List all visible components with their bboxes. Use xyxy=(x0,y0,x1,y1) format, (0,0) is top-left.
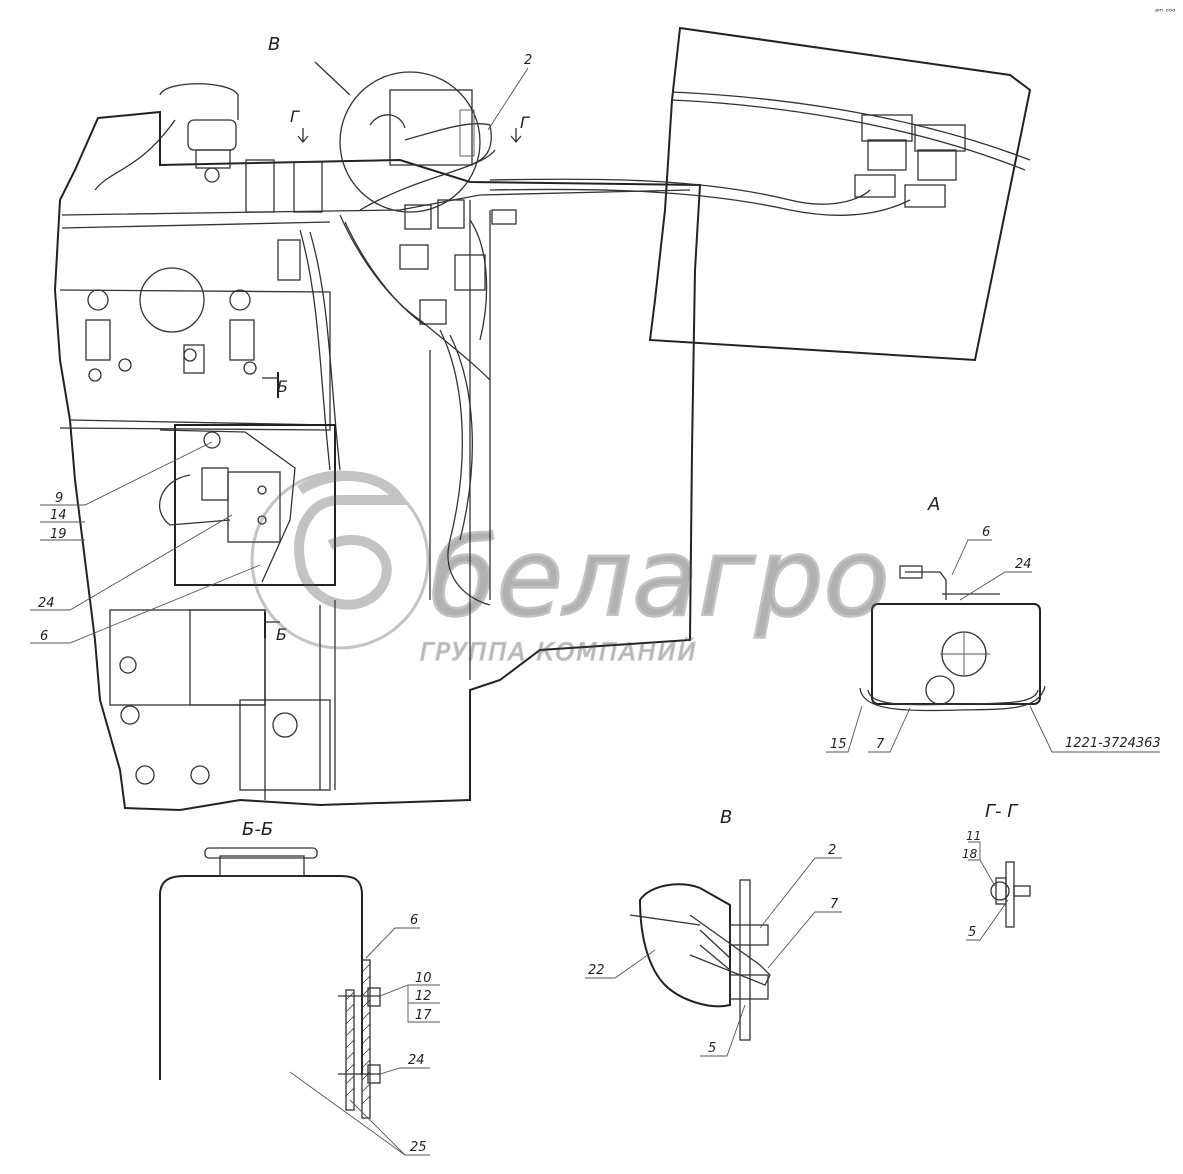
section-bb: Б-Б xyxy=(159,819,440,1156)
callout-a-6: 6 xyxy=(982,525,990,540)
view-a: А 6 24 15 7 1221-3724363 xyxy=(826,494,1161,753)
callout-bb-25: 25 xyxy=(410,1140,427,1155)
callout-main-2: 2 xyxy=(524,53,532,68)
section-b-bottom-label: Б xyxy=(276,625,287,644)
section-bb-title: Б-Б xyxy=(242,819,273,840)
view-v-marker: В xyxy=(268,34,280,55)
connector-blocks xyxy=(854,114,966,208)
section-gg: Г- Г 11 18 5 xyxy=(962,801,1031,941)
cab-panel-view xyxy=(489,26,1032,362)
section-b-top-label: Б xyxy=(277,377,288,396)
callout-gg-5: 5 xyxy=(968,925,976,940)
callout-bb-24: 24 xyxy=(408,1053,425,1068)
callout-a-24: 24 xyxy=(1015,557,1032,572)
callout-a-15: 15 xyxy=(830,737,847,752)
callout-a-part-no: 1221-3724363 xyxy=(1065,736,1161,751)
callout-v-7: 7 xyxy=(830,897,839,912)
view-v-title: В xyxy=(720,807,732,828)
callout-main-24: 24 xyxy=(38,596,55,611)
callout-main-14: 14 xyxy=(50,508,67,523)
callout-bb-6: 6 xyxy=(410,913,418,928)
watermark: белагро ГРУППА КОМПАНИЙ xyxy=(250,470,891,667)
callout-bb-10: 10 xyxy=(415,971,432,986)
main-assembly-view: Б Б В Г Г 2 9 14 19 24 6 xyxy=(30,34,702,812)
hatch-pattern xyxy=(345,963,371,1105)
watermark-brand: белагро xyxy=(430,516,890,641)
view-a-title: А xyxy=(927,494,940,515)
watermark-subtitle: ГРУППА КОМПАНИЙ xyxy=(420,637,698,666)
section-gg-title: Г- Г xyxy=(985,801,1019,822)
top-sensor xyxy=(94,83,239,191)
callout-main-9: 9 xyxy=(55,491,63,506)
machine-outline xyxy=(53,110,702,812)
callout-gg-11: 11 xyxy=(966,829,981,843)
callout-gg-18: 18 xyxy=(962,847,978,861)
corner-mark: ᵃᵐ ᵒᵒᵒ xyxy=(1155,7,1176,16)
relay-cluster xyxy=(399,199,517,325)
view-v-detail: В 2 7 22 5 xyxy=(585,807,842,1057)
washer-tank-main xyxy=(159,424,336,586)
section-g-left-label: Г xyxy=(290,107,300,126)
callout-main-19: 19 xyxy=(50,527,67,542)
callout-main-6: 6 xyxy=(40,629,48,644)
bolt-row xyxy=(85,267,257,382)
callout-v-22: 22 xyxy=(588,963,605,978)
view-v-circle xyxy=(339,71,481,213)
callout-bb-17: 17 xyxy=(415,1008,432,1023)
callout-v-5: 5 xyxy=(708,1041,716,1056)
callout-a-7: 7 xyxy=(876,737,885,752)
watermark-logo-icon xyxy=(250,470,430,650)
callout-v-2: 2 xyxy=(828,843,836,858)
callout-bb-12: 12 xyxy=(415,989,432,1004)
section-g-right-label: Г xyxy=(520,113,530,132)
